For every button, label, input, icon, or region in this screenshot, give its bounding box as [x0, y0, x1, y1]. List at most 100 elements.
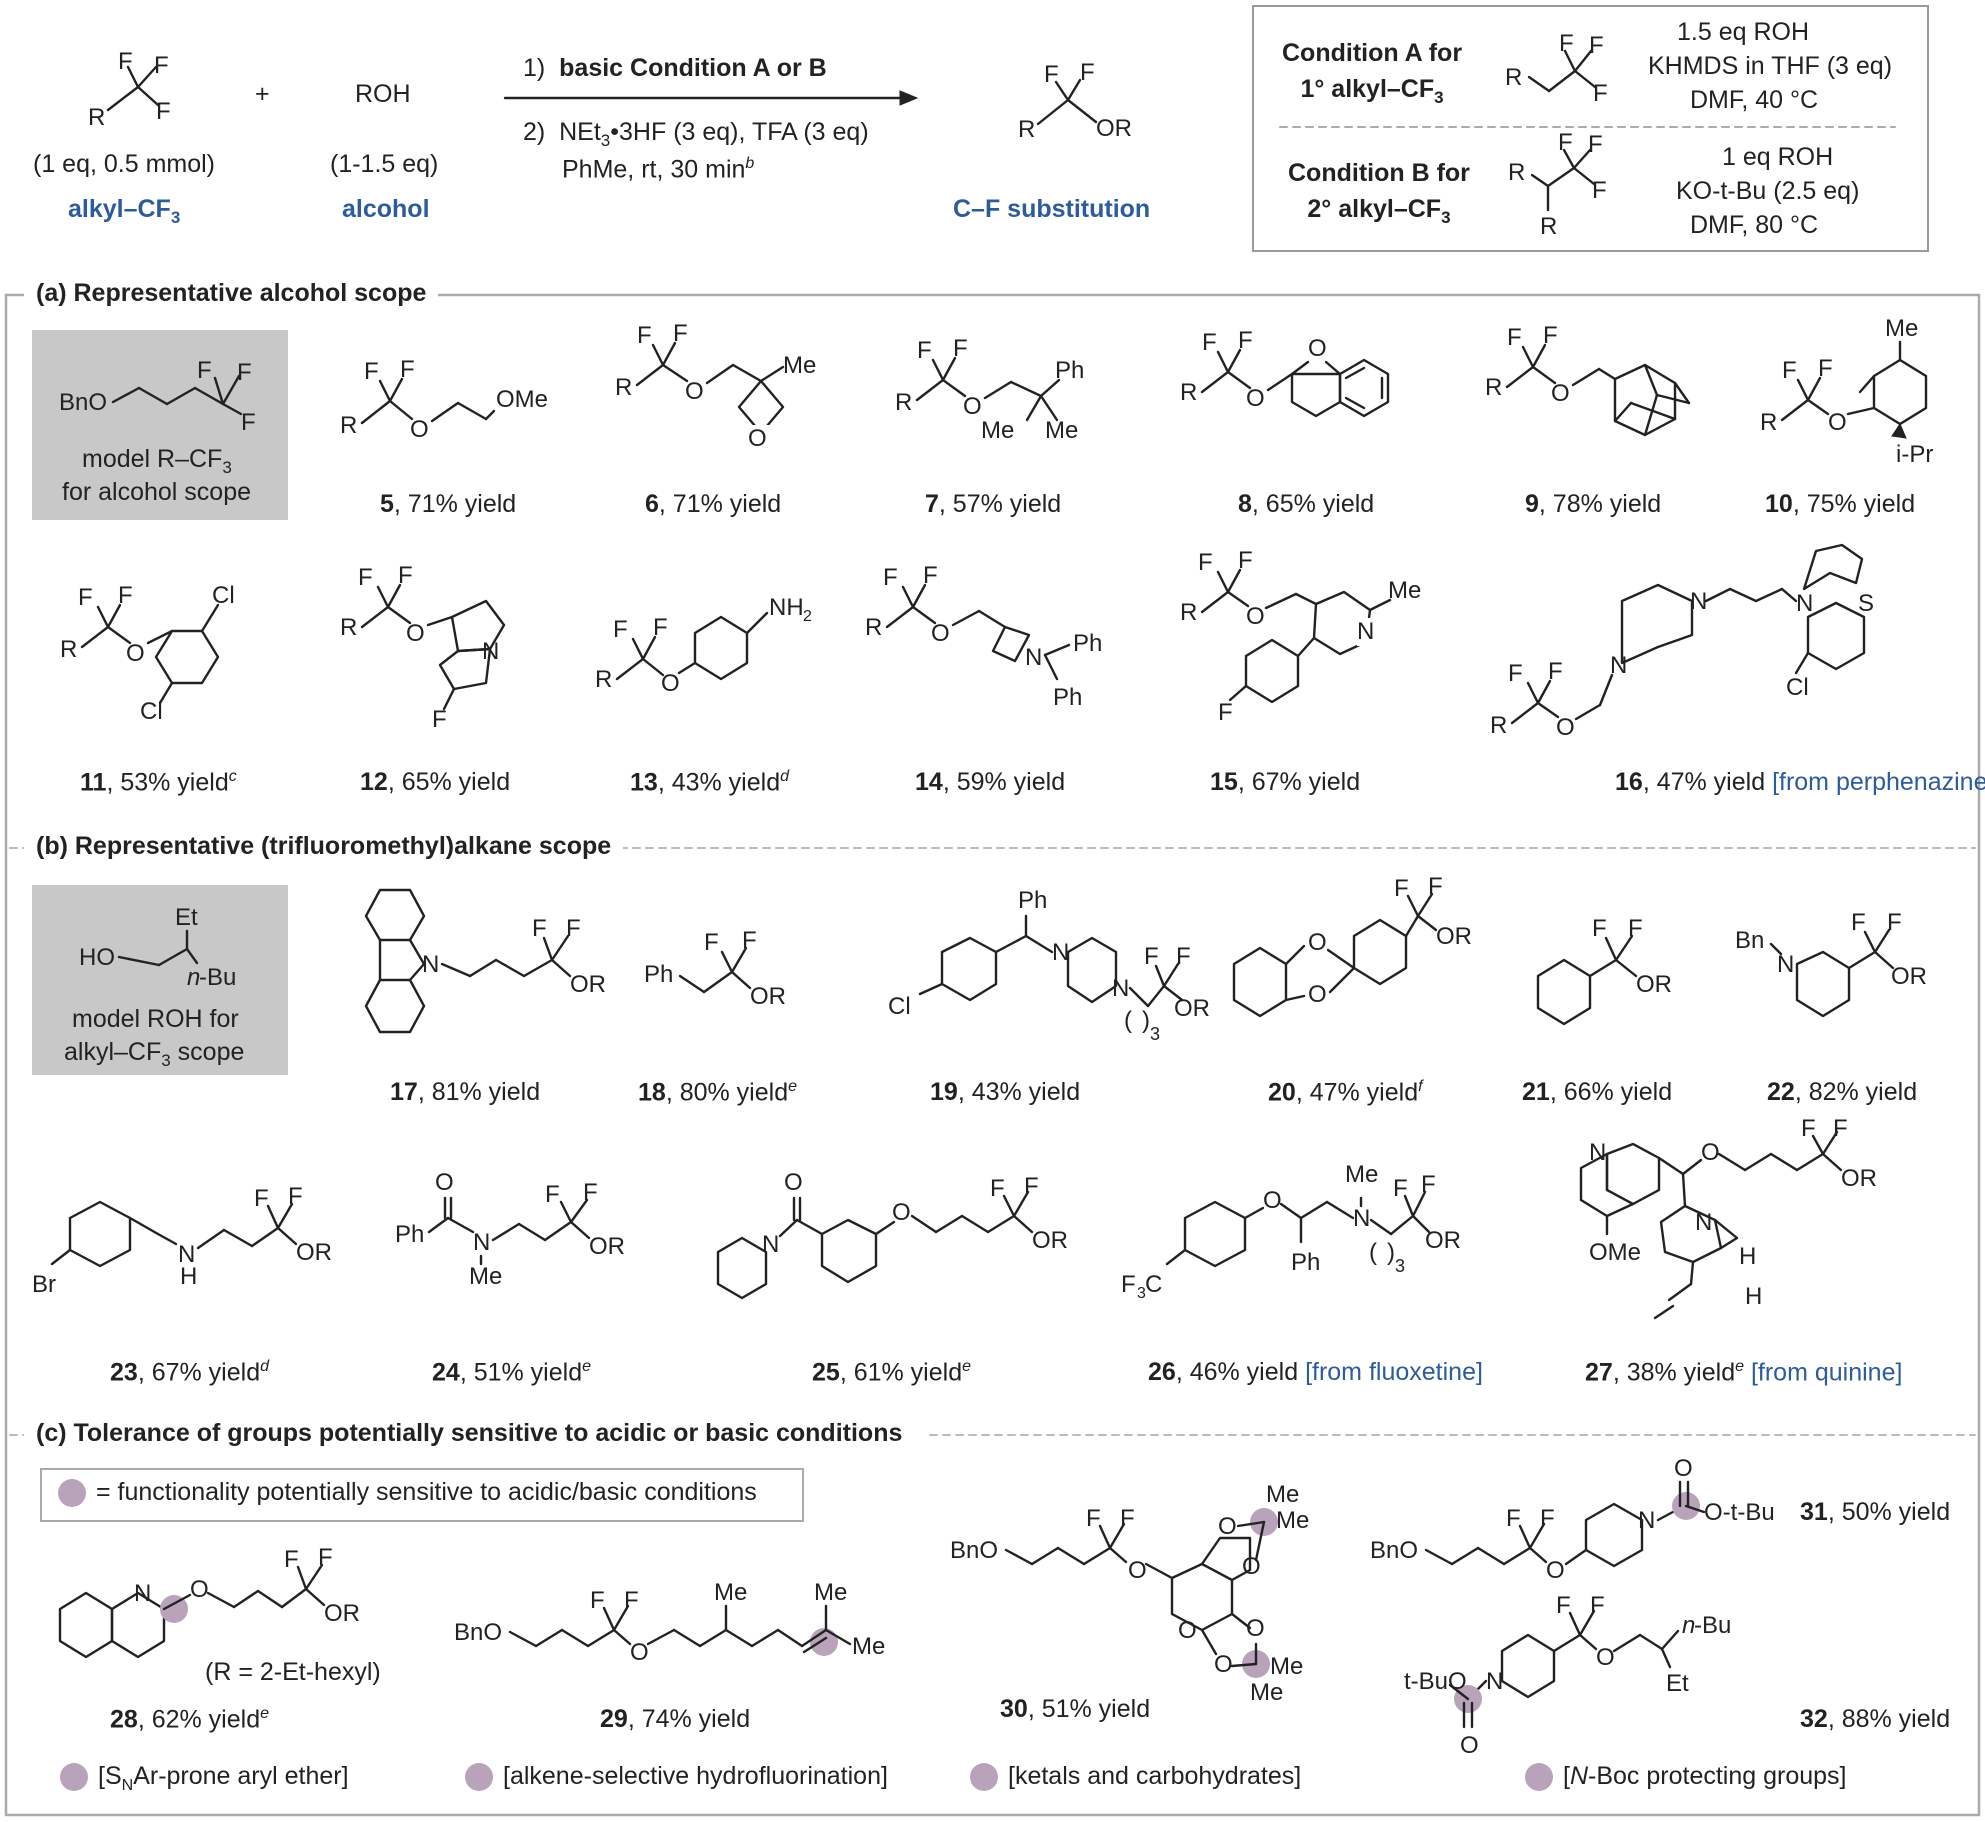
svg-text:F: F [1394, 875, 1409, 902]
svg-text:N: N [1589, 1139, 1606, 1166]
compound-32-label: 32, 88% yield [1800, 1705, 1951, 1733]
svg-text:O: O [1214, 1651, 1233, 1678]
svg-text:O: O [1242, 1553, 1261, 1580]
svg-text:Ph: Ph [1018, 887, 1047, 914]
svg-text:3: 3 [1150, 1024, 1160, 1044]
svg-text:F: F [673, 320, 688, 347]
svg-text:N: N [1052, 939, 1069, 966]
svg-text:F: F [1176, 943, 1191, 970]
svg-text:F: F [318, 1544, 333, 1571]
svg-text:F: F [118, 48, 133, 75]
svg-text:Ph: Ph [644, 961, 673, 988]
svg-text:C: C [1145, 1271, 1162, 1298]
svg-text:N: N [762, 1231, 779, 1258]
svg-text:Me: Me [469, 1263, 502, 1290]
svg-text:F: F [1556, 1592, 1571, 1619]
tag-snar-dot [60, 1763, 88, 1792]
svg-text:N: N [1690, 588, 1707, 615]
svg-text:2: 2 [803, 608, 812, 625]
svg-text:R: R [60, 636, 77, 663]
svg-text:N: N [473, 1229, 490, 1256]
svg-text:F: F [1202, 329, 1217, 356]
svg-text:O: O [1308, 981, 1327, 1008]
svg-text:Me: Me [783, 352, 816, 379]
svg-text:OR: OR [1436, 923, 1472, 950]
compound-31-label: 31, 50% yield [1800, 1498, 1951, 1526]
svg-text:R: R [340, 614, 357, 641]
svg-text:N: N [1610, 652, 1627, 679]
condition-b-line1: 1 eq ROH [1722, 143, 1834, 171]
svg-text:(: ( [1124, 1007, 1132, 1034]
svg-text:Cl: Cl [1786, 674, 1809, 701]
compound-18-label: 18, 80% yielde [638, 1078, 798, 1107]
svg-text:HO: HO [79, 944, 115, 971]
svg-text:R: R [1180, 379, 1197, 406]
svg-text:O: O [1308, 929, 1327, 956]
svg-text:Me: Me [1270, 1653, 1303, 1680]
compound-9-label: 9, 78% yield [1525, 490, 1662, 518]
svg-text:F: F [1628, 915, 1643, 942]
svg-text:F: F [1558, 129, 1573, 156]
svg-text:F: F [1121, 1271, 1136, 1298]
condition-b-line3: DMF, 80 °C [1690, 211, 1819, 239]
svg-text:R: R [340, 412, 357, 439]
reactant1-name: alkyl–CF3 [68, 195, 181, 227]
condition-a-line3: DMF, 40 °C [1690, 86, 1819, 114]
model-roh-structure: Et HO n-Bu [79, 904, 236, 991]
svg-text:Me: Me [1276, 1507, 1309, 1534]
svg-text:F: F [1592, 177, 1607, 204]
plus-sign: + [255, 80, 270, 108]
svg-text:OR: OR [1032, 1227, 1068, 1254]
svg-text:F: F [1818, 355, 1833, 382]
tag-alkene-dot [465, 1763, 493, 1792]
svg-text:R: R [895, 389, 912, 416]
svg-text:F: F [1593, 80, 1608, 107]
svg-text:R: R [88, 104, 105, 131]
compound-8-label: 8, 65% yield [1238, 490, 1375, 518]
svg-text:NH: NH [769, 594, 804, 621]
conditions-box [1252, 5, 1929, 252]
svg-text:F: F [432, 706, 447, 733]
svg-text:F: F [1238, 327, 1253, 354]
svg-text:-Bu: -Bu [1694, 1612, 1731, 1639]
svg-text:F: F [154, 52, 169, 79]
svg-text:F: F [704, 929, 719, 956]
svg-text:N: N [1112, 975, 1129, 1002]
svg-text:OR: OR [570, 971, 606, 998]
svg-text:F: F [1507, 324, 1522, 351]
svg-text:OMe: OMe [1589, 1239, 1641, 1266]
svg-text:R: R [1018, 116, 1035, 143]
svg-text:BnO: BnO [59, 389, 107, 416]
svg-text:R: R [1180, 599, 1197, 626]
model-roh-caption1: model ROH for [72, 1005, 239, 1033]
svg-text:O: O [1218, 1513, 1237, 1540]
svg-text:Me: Me [714, 1579, 747, 1606]
compound-7-label: 7, 57% yield [925, 490, 1062, 518]
svg-text:F: F [358, 564, 373, 591]
conditions-divider [1279, 126, 1896, 128]
svg-text:R: R [615, 374, 632, 401]
compound-30-label: 30, 51% yield [1000, 1695, 1151, 1723]
svg-text:F: F [254, 1185, 269, 1212]
svg-text:O: O [1460, 1732, 1479, 1759]
svg-text:O: O [1701, 1139, 1720, 1166]
svg-text:Me: Me [1885, 315, 1918, 342]
svg-text:F: F [398, 562, 413, 589]
compound-17-label: 17, 81% yield [390, 1078, 541, 1106]
compound-23-label: 23, 67% yieldd [110, 1358, 270, 1387]
compound-15-ring-n: N [1357, 618, 1375, 646]
compound-6-label: 6, 71% yield [645, 490, 782, 518]
svg-text:R: R [1485, 374, 1502, 401]
svg-text:F: F [284, 1546, 299, 1573]
svg-text:OR: OR [589, 1233, 625, 1260]
svg-text:OR: OR [750, 983, 786, 1010]
svg-text:F: F [1198, 549, 1213, 576]
